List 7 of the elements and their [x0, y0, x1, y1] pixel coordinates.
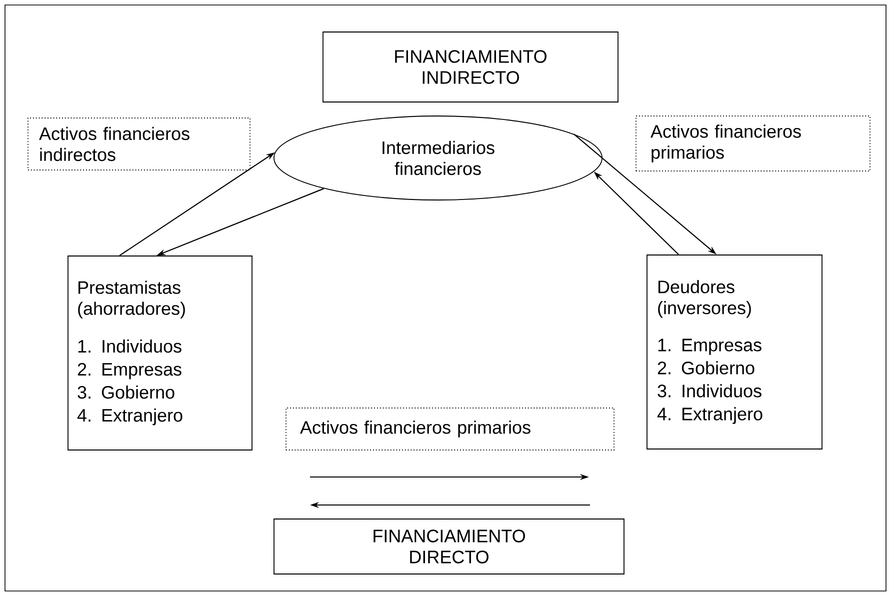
dotted-label-box: Activos financieros primarios [286, 408, 614, 450]
borrower-box: Deudores (inversores) 1. Empresas 2. Gobierno 3. Individuos 4. Extranjero [646, 254, 822, 450]
heading-box: FINANCIAMIENTO INDIRECTO [322, 32, 618, 102]
dotted-label-box: Activos financieros indirectos [28, 118, 250, 170]
heading-box: FINANCIAMIENTO DIRECTO [274, 518, 624, 574]
dotted-label-box: Activos financieros primarios [636, 116, 870, 172]
lender-box: Prestamistas (ahorradores) 1. Individuos 2. Empresas 3. Gobierno 4. Extranjero [68, 256, 252, 450]
